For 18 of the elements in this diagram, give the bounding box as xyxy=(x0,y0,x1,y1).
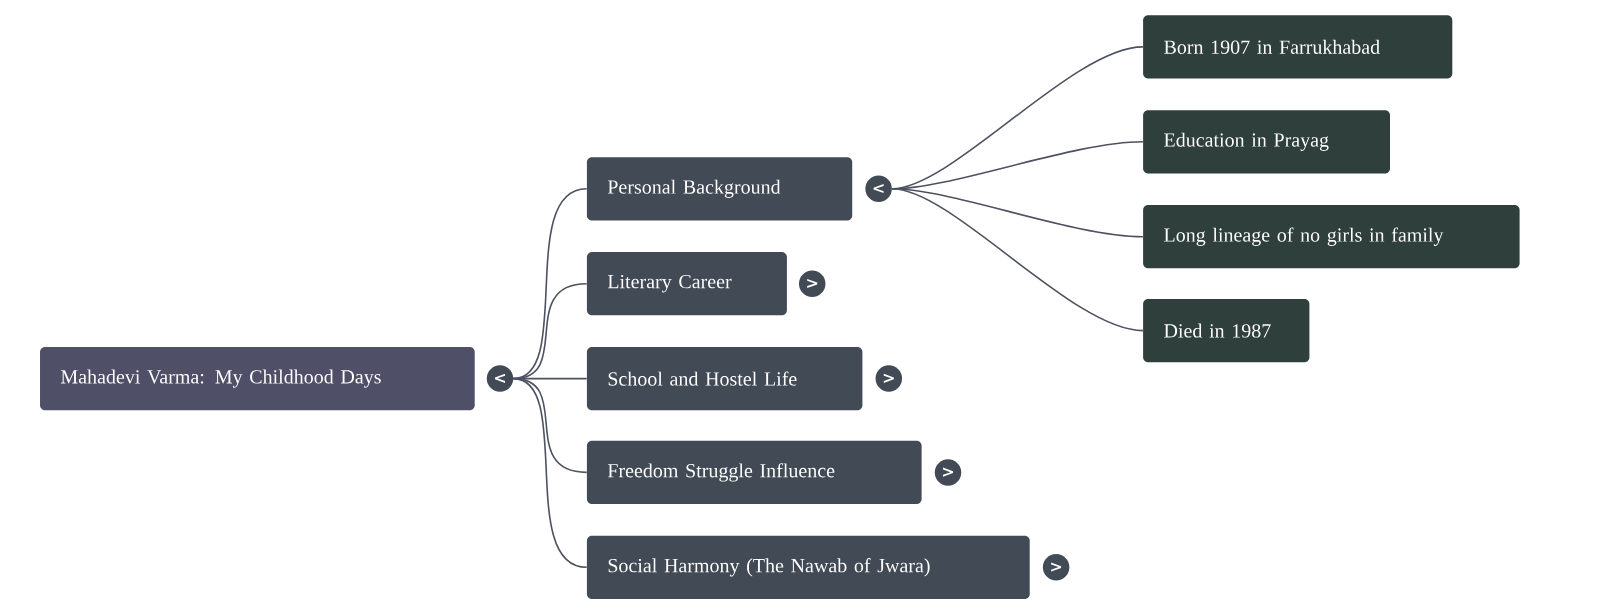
toggle-button: > xyxy=(875,365,903,392)
subtopic-box: Long lineage of no girls in family xyxy=(1143,205,1520,269)
connector xyxy=(891,188,1144,332)
root-topic-box: Mahadevi Varma: My Childhood Days xyxy=(40,346,475,411)
toggle-button: > xyxy=(1042,554,1070,581)
topic-box: School and Hostel Life xyxy=(586,346,863,411)
toggle-button: < xyxy=(865,175,892,203)
topic-box: Personal Background xyxy=(586,157,853,221)
toggle-button: > xyxy=(934,459,962,486)
toggle-button: > xyxy=(798,270,826,297)
toggle-button: < xyxy=(486,365,514,392)
subtopic-box: Education in Prayag xyxy=(1143,110,1390,174)
subtopic-box: Born 1907 in Farrukhabad xyxy=(1143,15,1453,79)
subtopic-box: Died in 1987 xyxy=(1143,298,1310,363)
connector xyxy=(512,377,588,569)
topic-box: Freedom Struggle Influence xyxy=(586,440,922,505)
topic-box: Social Harmony (The Nawab of Jwara) xyxy=(586,535,1030,599)
topic-box: Literary Career xyxy=(586,252,787,316)
